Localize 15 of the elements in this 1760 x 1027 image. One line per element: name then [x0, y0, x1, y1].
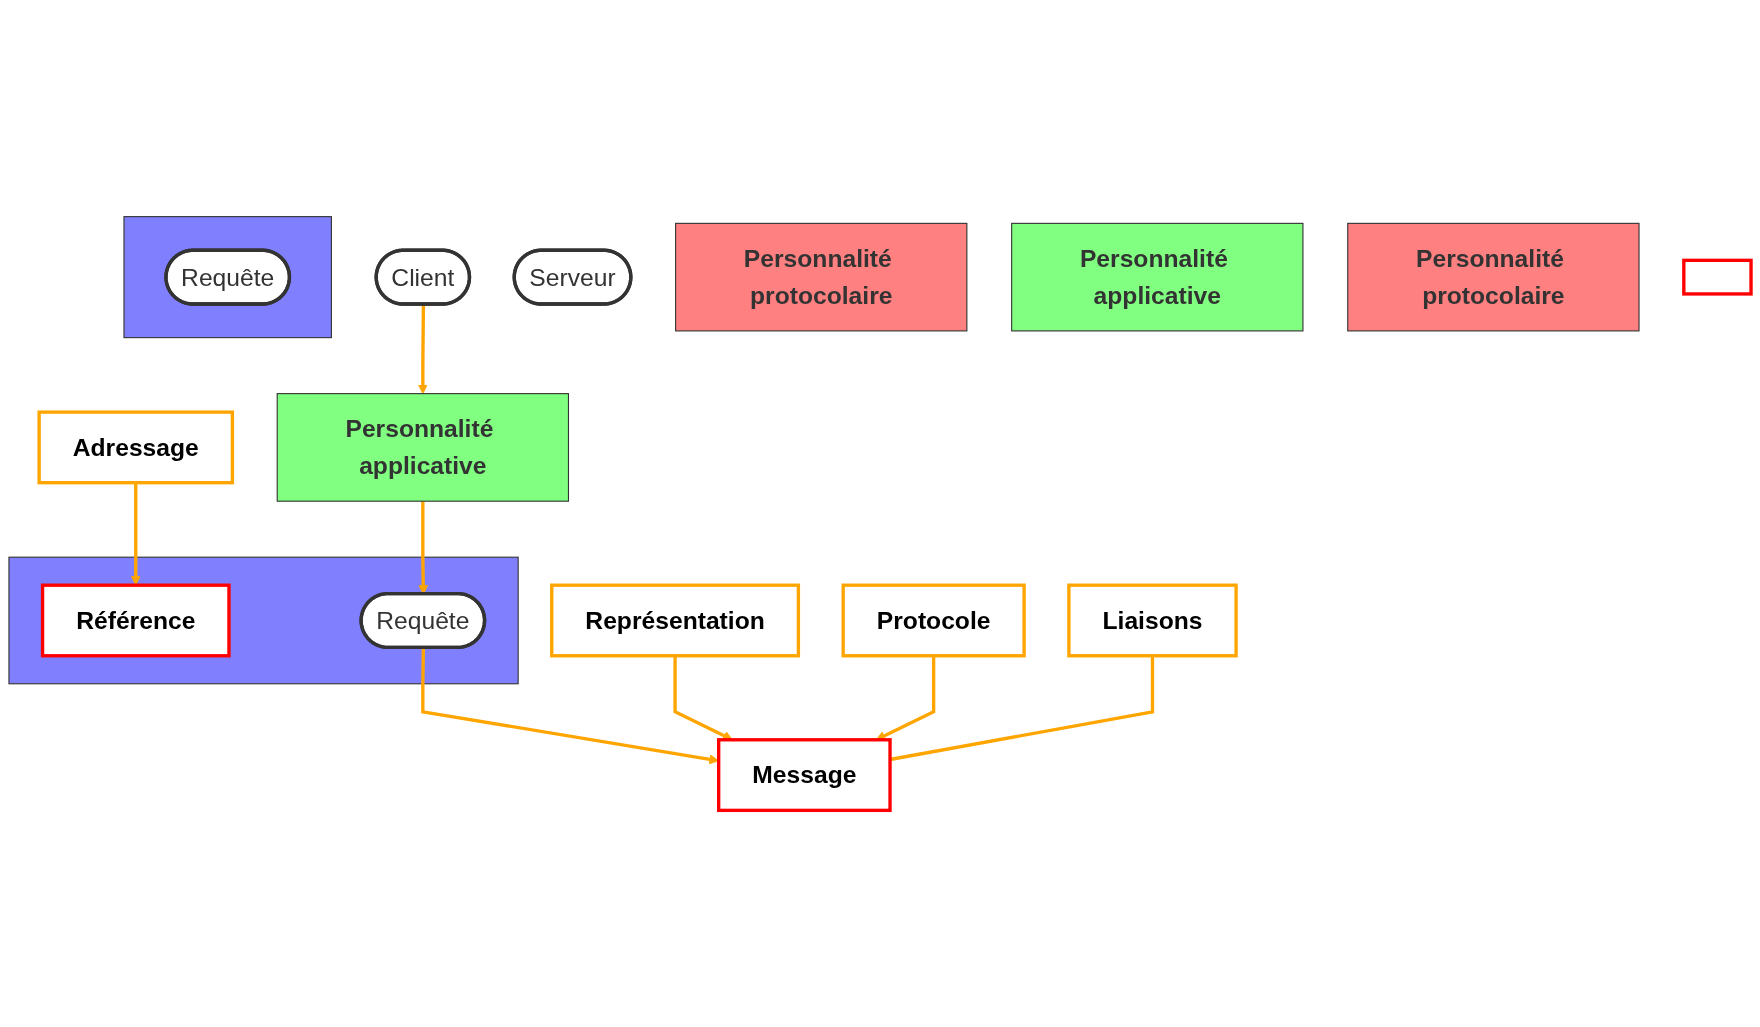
cluster	[123, 216, 332, 339]
arrow	[130, 482, 141, 586]
node-box: Représentation	[550, 583, 801, 658]
node-box: Protocole	[841, 583, 1026, 658]
node-box: Personnalité applicative	[1011, 222, 1304, 332]
node-box: Liaisons	[1067, 583, 1238, 658]
node-box: Personnalité applicative	[276, 393, 570, 502]
node-box	[1682, 258, 1753, 296]
node-box: Personnalité protocolaire	[675, 222, 968, 332]
node-box: Message	[717, 738, 892, 813]
node-box: Personnalité protocolaire	[1347, 222, 1640, 332]
arrow	[417, 304, 428, 395]
node-box: Adressage	[37, 410, 235, 485]
cluster	[8, 556, 519, 685]
node-box: Référence	[40, 583, 231, 658]
